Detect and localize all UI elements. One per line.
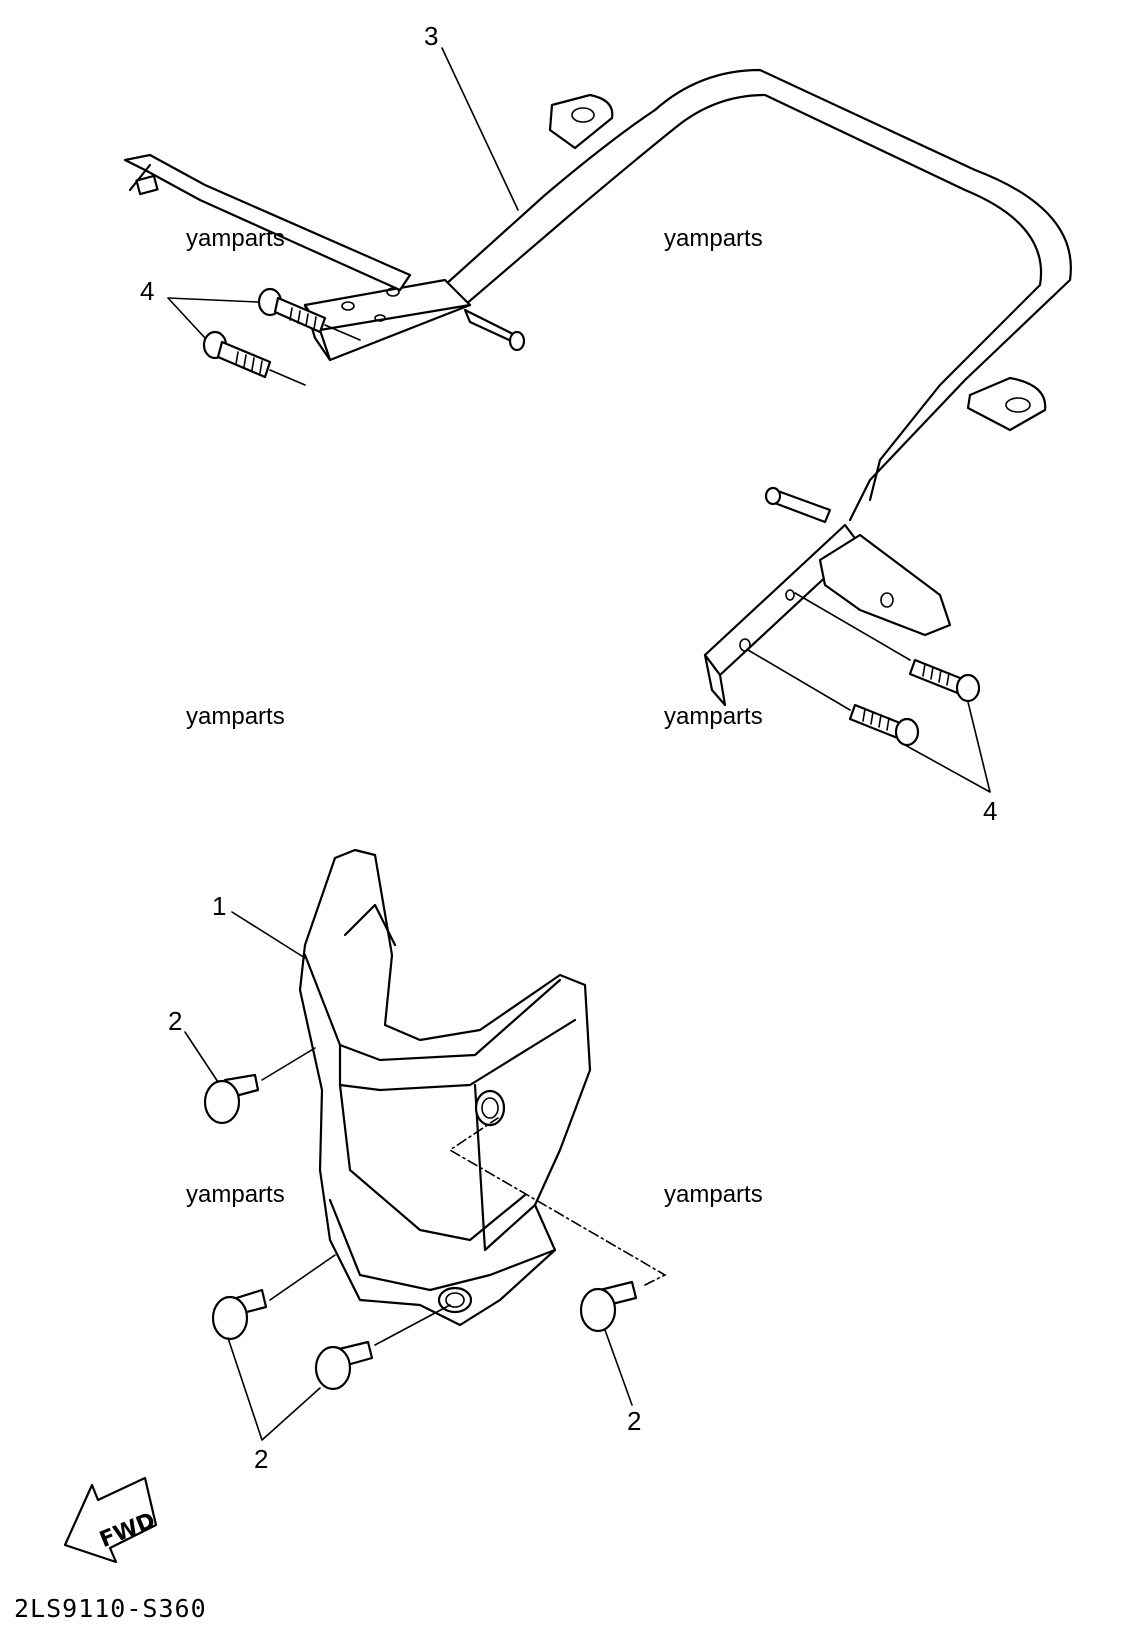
right-arm-tube bbox=[818, 533, 952, 637]
guard-bar-part-3 bbox=[123, 68, 1072, 707]
watermark: yamparts bbox=[186, 1181, 285, 1208]
left-mounting-plate bbox=[303, 278, 472, 332]
leader-bolt-2-lower-middle bbox=[374, 1304, 451, 1346]
leader-bolt-2-upper bbox=[261, 1047, 316, 1081]
leader-callout-1 bbox=[231, 911, 306, 959]
bolt-part-2-upper bbox=[203, 1073, 260, 1125]
leader-bolt-4-upper-a bbox=[324, 324, 361, 341]
leader-bolt-4-right-a bbox=[794, 592, 911, 661]
right-mounting-plate bbox=[703, 523, 862, 677]
callout-2-right: 2 bbox=[627, 1406, 641, 1436]
watermark: yamparts bbox=[664, 1181, 763, 1208]
leader-callout-3 bbox=[441, 47, 519, 211]
guard-cover-part-1 bbox=[298, 848, 592, 1327]
leader-bolt-4-upper-b bbox=[269, 369, 306, 386]
leader-bolt-2-lower-left bbox=[269, 1254, 336, 1301]
bolt-part-2-right bbox=[579, 1280, 638, 1333]
watermark: yamparts bbox=[664, 703, 763, 730]
bolt-part-4-right-b bbox=[848, 703, 920, 747]
bolt-part-2-lower-middle bbox=[314, 1340, 374, 1391]
leader-callout-2-right bbox=[604, 1329, 633, 1406]
leader-bolt-2-right bbox=[448, 1117, 667, 1286]
leader-callout-4-left bbox=[167, 297, 259, 339]
left-arm-tube bbox=[123, 153, 412, 292]
watermark: yamparts bbox=[664, 225, 763, 252]
callout-2-upper: 2 bbox=[168, 1006, 182, 1036]
leader-callout-2-upper bbox=[184, 1031, 219, 1083]
bolt-part-2-lower-left bbox=[211, 1288, 268, 1341]
callout-1: 1 bbox=[212, 891, 226, 921]
diagram-code: 2LS9110-S360 bbox=[14, 1594, 207, 1623]
callout-3: 3 bbox=[424, 21, 438, 51]
bolt-part-4-upper-b bbox=[202, 330, 272, 379]
forward-arrow-icon: FWD bbox=[63, 1476, 159, 1564]
leader-callout-2-bottom bbox=[227, 1337, 321, 1441]
callout-2-bottom: 2 bbox=[254, 1444, 268, 1474]
leader-bolt-4-right-b bbox=[747, 649, 851, 711]
bolt-part-4-right-a bbox=[908, 658, 981, 703]
callout-4-left: 4 bbox=[140, 276, 154, 306]
bolt-part-4-upper-a bbox=[257, 287, 327, 334]
leader-callout-4-right bbox=[904, 701, 991, 793]
watermark: yamparts bbox=[186, 225, 285, 252]
watermark: yamparts bbox=[186, 703, 285, 730]
callout-4-right: 4 bbox=[983, 796, 997, 826]
